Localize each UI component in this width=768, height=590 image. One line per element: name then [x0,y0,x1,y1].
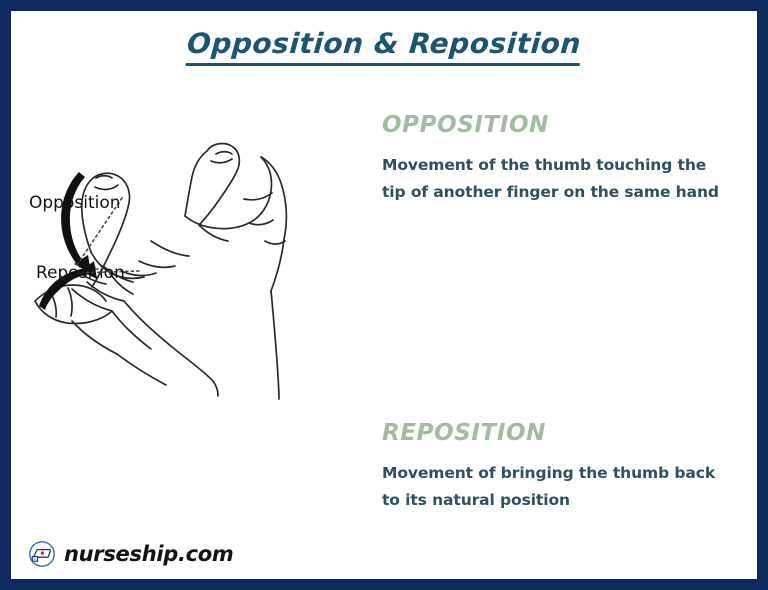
leader-lines [76,197,140,274]
poster-canvas: Opposition & Reposition [11,11,757,579]
reposition-arrow [39,261,97,310]
annotation-label-reposition: Reposition [36,263,125,283]
section-body-opposition-line2: tip of another finger on the same hand [382,182,719,201]
section-body-reposition: Movement of bringing the thumb back to i… [382,460,754,513]
section-heading-reposition: REPOSITION [382,420,547,446]
page-title-container: Opposition & Reposition [11,27,757,66]
brand-name: nurseship.com [64,542,234,566]
hand-illustration [34,142,288,400]
page-title: Opposition & Reposition [185,27,583,66]
footer-branding: nurseship.com [27,539,234,569]
nurse-cap-circle-icon [29,541,55,567]
section-body-reposition-line2: to its natural position [382,490,570,509]
section-body-opposition: Movement of the thumb touching the tip o… [382,152,754,205]
annotation-label-opposition: Opposition [29,193,121,213]
section-body-reposition-line1: Movement of bringing the thumb back [382,464,716,483]
section-reposition: REPOSITION Movement of bringing the thum… [382,420,754,514]
section-heading-opposition: OPPOSITION [382,112,549,138]
section-opposition: OPPOSITION Movement of the thumb touchin… [382,112,754,206]
section-body-opposition-line1: Movement of the thumb touching the [382,156,707,175]
